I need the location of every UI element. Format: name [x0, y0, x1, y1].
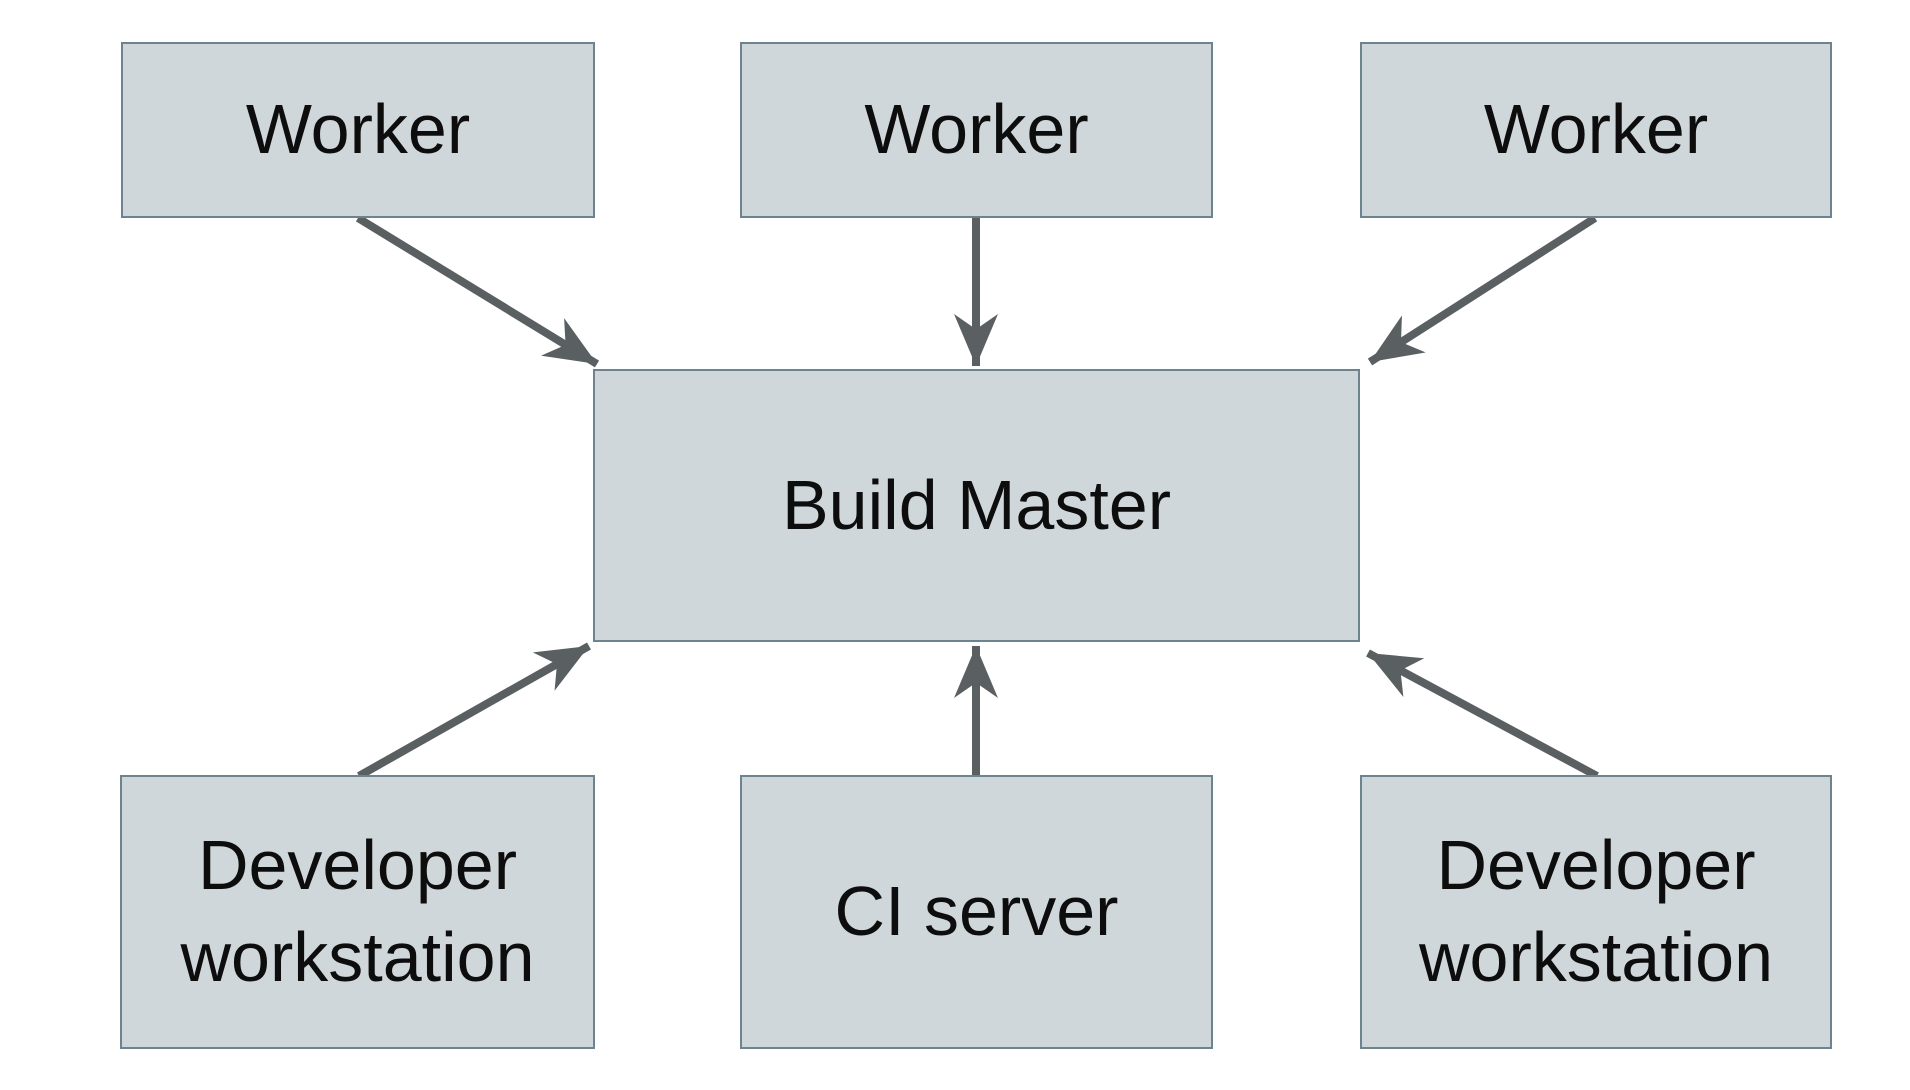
node-worker-1: Worker — [121, 42, 595, 218]
node-label-developer-workstation-right: Developer workstation — [1418, 826, 1774, 996]
node-build-master: Build Master — [593, 369, 1360, 642]
node-ci-server: CI server — [740, 775, 1213, 1049]
node-label-ci-server: CI server — [834, 872, 1119, 951]
arrow-worker-3-to-build-master — [1367, 214, 1598, 366]
node-developer-workstation-right: Developer workstation — [1360, 775, 1832, 1049]
node-label-worker-1: Worker — [245, 90, 471, 169]
node-developer-workstation-left: Developer workstation — [120, 775, 595, 1049]
arrow-developer-workstation-right-to-build-master — [1366, 649, 1599, 780]
node-worker-2: Worker — [740, 42, 1213, 218]
node-label-developer-workstation-left: Developer workstation — [180, 826, 535, 996]
arrow-worker-1-to-build-master — [355, 214, 600, 368]
node-label-build-master: Build Master — [781, 465, 1172, 544]
node-worker-3: Worker — [1360, 42, 1832, 218]
arrow-developer-workstation-left-to-build-master — [357, 642, 591, 780]
node-label-worker-2: Worker — [864, 90, 1089, 169]
node-label-worker-3: Worker — [1483, 90, 1709, 169]
